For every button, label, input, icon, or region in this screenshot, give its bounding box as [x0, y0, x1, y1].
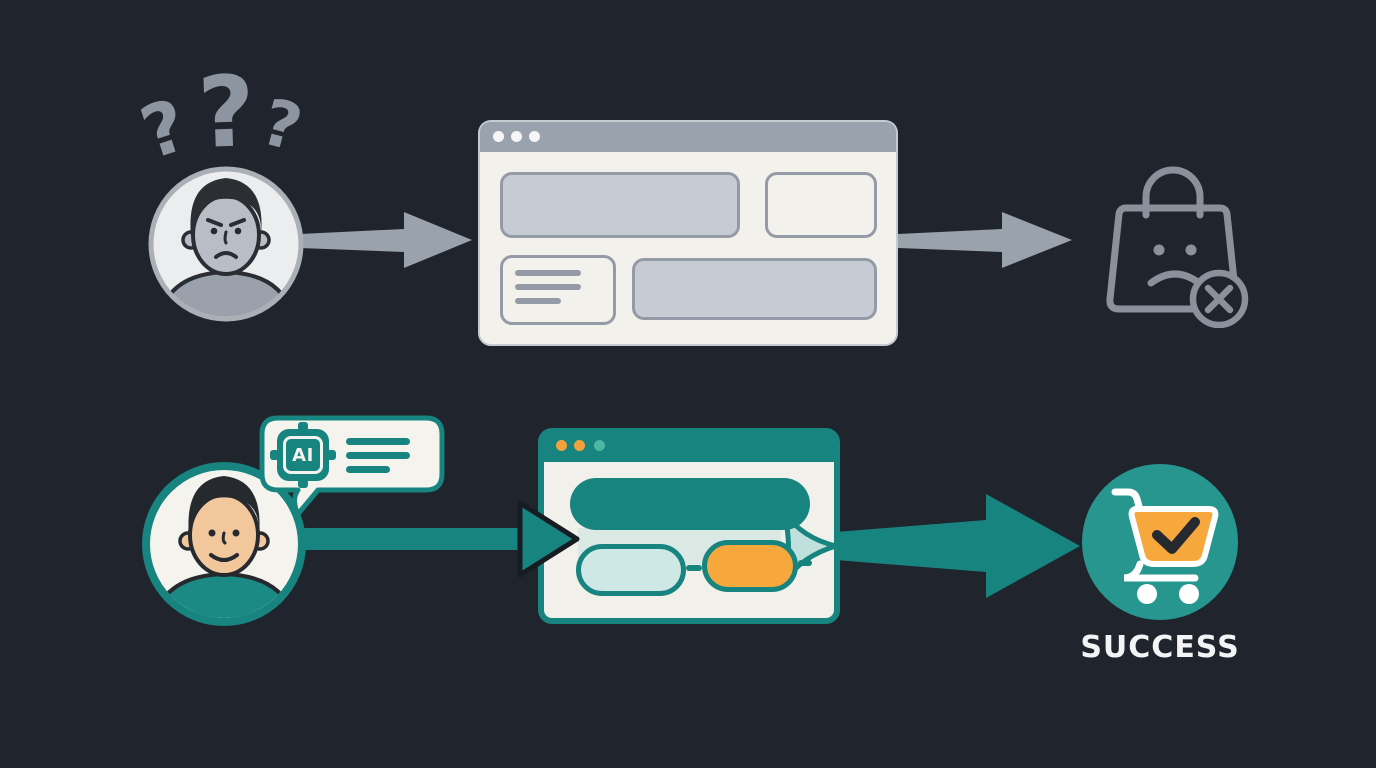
success-label: SUCCESS [1080, 630, 1240, 665]
confused-user-avatar [148, 166, 304, 322]
ai-chip-icon: AI [270, 422, 336, 488]
text-line [515, 270, 581, 276]
window-control-dot [594, 440, 605, 451]
chip-pin [298, 422, 308, 431]
window-title-bar [480, 122, 896, 152]
connector-line [686, 565, 702, 571]
selected-option-pill [702, 540, 798, 592]
placeholder-block [765, 172, 877, 238]
placeholder-text-block [500, 255, 616, 325]
cart-check-icon [1111, 488, 1219, 604]
window-control-dot [574, 440, 585, 451]
option-pill [576, 544, 686, 596]
text-line [515, 298, 561, 304]
happy-user-avatar [142, 462, 306, 626]
window-control-dot [511, 131, 522, 142]
browser-window-guided [538, 428, 840, 624]
window-title-bar [544, 434, 834, 462]
ai-chip-label: AI [283, 436, 323, 474]
chip-pin [298, 479, 308, 488]
text-line [515, 284, 581, 290]
cross-circle-icon [1189, 269, 1249, 328]
bubble-text-line [346, 466, 390, 473]
question-mark-icon: ? [254, 85, 310, 167]
placeholder-block [632, 258, 877, 320]
shopping-bag-sad-icon [1106, 166, 1249, 328]
bubble-text-line [346, 438, 410, 445]
bubble-text-line [346, 452, 410, 459]
browser-window-wireframe [478, 120, 898, 346]
arrow-right-icon [898, 212, 1072, 268]
window-control-dot [493, 131, 504, 142]
question-mark-icon: ? [131, 82, 197, 176]
question-mark-icon: ? [196, 55, 257, 171]
arrow-right-icon [283, 500, 580, 578]
window-control-dot [529, 131, 540, 142]
success-badge [1082, 464, 1238, 620]
arrow-right-icon [300, 212, 472, 268]
window-control-dot [556, 440, 567, 451]
highlighted-primary-block [570, 478, 810, 530]
arrow-right-icon [836, 494, 1080, 598]
placeholder-block [500, 172, 740, 238]
chip-pin [270, 450, 279, 460]
chip-pin [327, 450, 336, 460]
connector-line [798, 560, 812, 566]
